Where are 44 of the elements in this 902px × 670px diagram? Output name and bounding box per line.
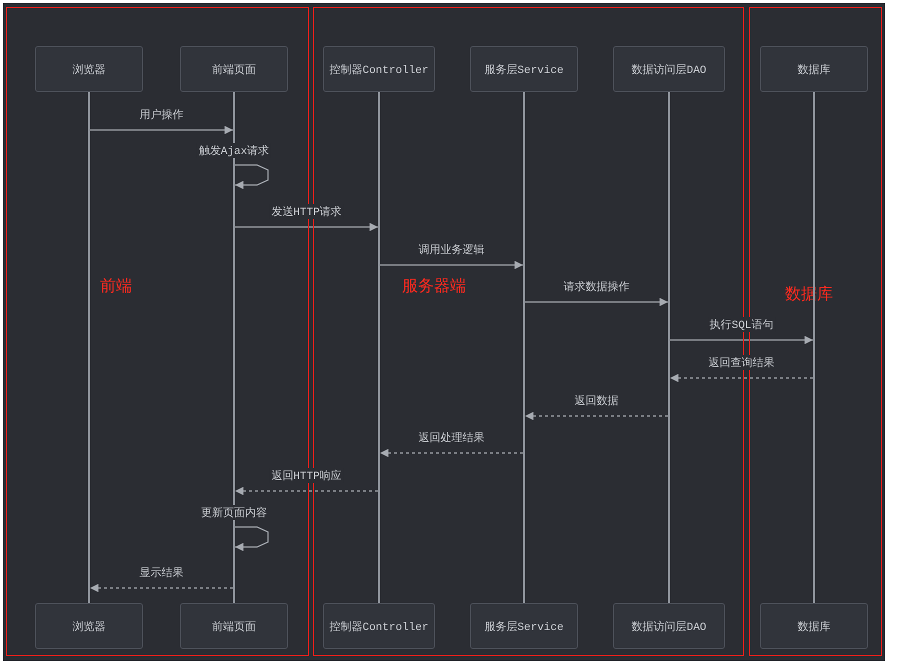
message-arrow — [525, 298, 668, 306]
participant-box: 前端页面 — [180, 603, 288, 649]
group-label: 服务器端 — [402, 276, 466, 297]
participant-box: 浏览器 — [35, 46, 143, 92]
participant-box: 控制器Controller — [323, 46, 435, 92]
message-label: 返回查询结果 — [706, 355, 776, 370]
message-label: 调用业务逻辑 — [416, 242, 486, 257]
message-label: 返回处理结果 — [416, 430, 486, 445]
participant-box: 浏览器 — [35, 603, 143, 649]
message-arrow — [525, 412, 668, 420]
participant-box: 数据库 — [760, 46, 868, 92]
message-arrow — [670, 374, 813, 382]
participant-box: 数据访问层DAO — [613, 603, 725, 649]
group-label: 前端 — [100, 276, 132, 297]
lifeline — [88, 92, 90, 603]
message-arrow — [235, 222, 378, 232]
lifeline — [523, 92, 525, 603]
message-label: 更新页面内容 — [199, 505, 269, 520]
lifeline — [668, 92, 670, 603]
message-arrow — [235, 486, 378, 496]
message-arrow — [380, 448, 523, 458]
message-arrow — [235, 526, 269, 552]
message-label: 返回HTTP响应 — [269, 468, 344, 483]
lifeline — [233, 92, 235, 603]
message-label: 请求数据操作 — [562, 279, 632, 294]
participant-box: 数据访问层DAO — [613, 46, 725, 92]
participant-box: 服务层Service — [470, 46, 578, 92]
message-label: 触发Ajax请求 — [196, 143, 272, 158]
participant-box: 前端页面 — [180, 46, 288, 92]
message-label: 用户操作 — [138, 107, 186, 122]
message-arrow — [670, 336, 813, 344]
message-label: 发送HTTP请求 — [269, 204, 344, 219]
message-arrow — [380, 260, 523, 270]
participant-box: 控制器Controller — [323, 603, 435, 649]
message-arrow — [90, 126, 233, 134]
participant-box: 服务层Service — [470, 603, 578, 649]
message-label: 执行SQL语句 — [708, 317, 776, 332]
lifeline — [378, 92, 380, 603]
message-label: 显示结果 — [138, 565, 186, 580]
message-arrow — [235, 164, 269, 190]
lifeline — [813, 92, 815, 603]
message-arrow — [90, 584, 233, 592]
message-label: 返回数据 — [572, 393, 620, 408]
participant-box: 数据库 — [760, 603, 868, 649]
